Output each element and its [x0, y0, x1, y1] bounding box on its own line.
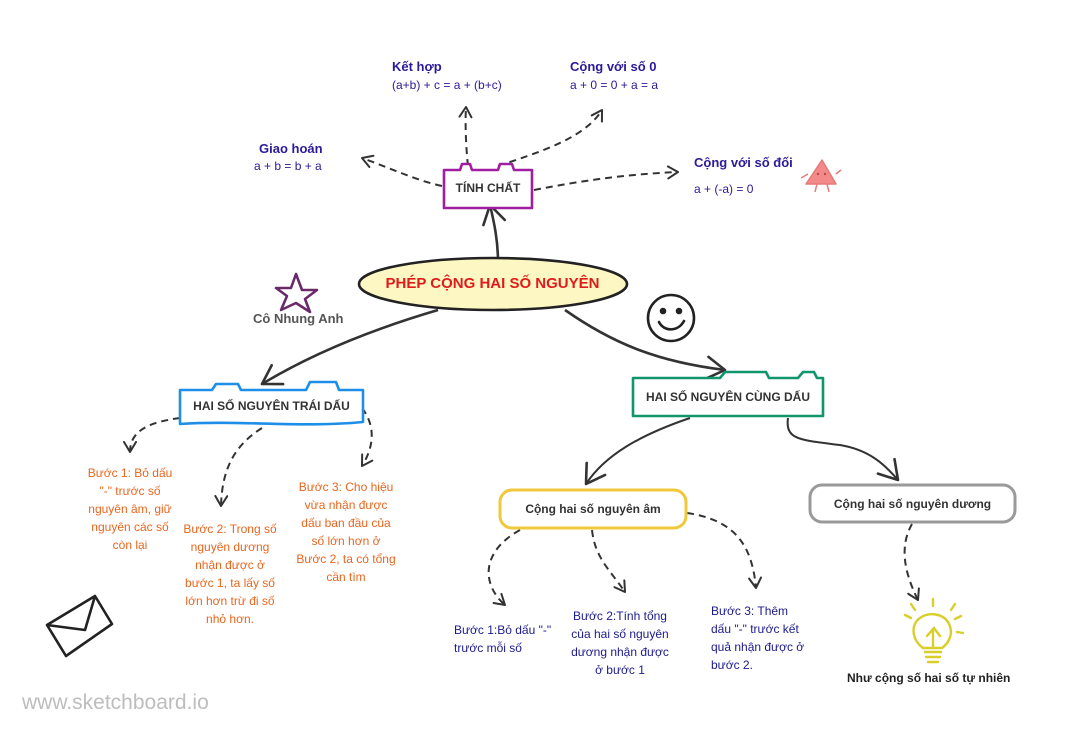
opposite-step3-line: dấu ban đầu của — [301, 516, 391, 530]
associative-formula: (a+b) + c = a + (b+c) — [392, 78, 502, 92]
author-label: Cô Nhung Anh — [253, 311, 344, 326]
negative-step1: Bước 1:Bỏ dấu "-" trước mỗi số — [454, 621, 551, 657]
opposite-step1-line: "-" trước số — [99, 484, 161, 498]
connector-opposite-step1 — [123, 417, 181, 453]
positive-box-shape[interactable] — [808, 483, 1017, 524]
connector-main-properties — [482, 203, 507, 263]
watermark: www.sketchboard.io — [22, 691, 209, 714]
add-opposite-formula: a + (-a) = 0 — [694, 182, 754, 196]
opposite-step3-line: cần tìm — [326, 570, 366, 584]
opposite-step2-line: Bước 2: Trong số — [183, 522, 277, 536]
opposite-step2-line: nhỏ hơn. — [206, 612, 254, 626]
negative-step2-line: dương nhận được — [571, 645, 669, 659]
properties-label: TÍNH CHẤT — [455, 181, 521, 195]
negative-step3: Bước 3: Thêm dấu "-" trước kết quả nhận … — [711, 602, 804, 674]
associative-title: Kết hợp — [392, 59, 442, 74]
positive-label: Cộng hai số nguyên dương — [833, 497, 992, 511]
connector-negative-step1 — [487, 529, 521, 606]
connector-negative-step2 — [591, 529, 626, 593]
opposite-step2-line: nguyên dương — [190, 540, 270, 554]
opposite-step1: Bước 1: Bỏ dấu "-" trước số nguyên âm, g… — [60, 464, 200, 554]
opposite-step1-line: nguyên các số — [91, 520, 169, 534]
negative-step2-line: ở bước 1 — [595, 663, 645, 677]
connector-properties-commutative — [361, 154, 443, 187]
negative-step3-line: Bước 3: Thêm — [711, 604, 789, 618]
connector-opposite-step2 — [214, 427, 263, 507]
connector-properties-opposite — [533, 165, 679, 191]
opposite-step1-line: Bước 1: Bỏ dấu — [87, 466, 173, 480]
opposite-signs-label: HAI SỐ NGUYÊN TRÁI DẤU — [193, 399, 350, 413]
add-zero-formula: a + 0 = 0 + a = a — [570, 78, 659, 92]
negative-step1-line: trước mỗi số — [454, 641, 522, 655]
negative-step2-line: Bước 2:Tính tổng — [573, 609, 667, 623]
connector-opposite-step3 — [361, 407, 374, 467]
opposite-step1-line: nguyên âm, giữ — [88, 502, 172, 516]
negative-step3-line: quả nhận được ở — [711, 640, 805, 654]
positive-note: Như cộng số hai số tự nhiên — [847, 671, 1011, 685]
negative-label: Cộng hai số nguyên âm — [525, 502, 661, 516]
add-opposite-title: Cộng với số đối — [694, 155, 793, 170]
negative-step2-line: của hai số nguyên — [571, 627, 669, 641]
opposite-step2-line: lớn hơn trừ đi số — [185, 594, 275, 608]
envelope-icon — [45, 594, 114, 658]
connector-properties-addzero — [497, 109, 603, 167]
properties-box-shape[interactable] — [442, 162, 534, 210]
opposite-step3-line: vừa nhận được — [304, 498, 388, 512]
main-topic-shape[interactable] — [357, 256, 629, 312]
connector-negative-step3 — [686, 512, 763, 589]
connector-main-opposite — [260, 308, 439, 386]
smiley-icon — [646, 293, 696, 343]
connector-properties-associative — [458, 106, 473, 167]
triangle-creature-icon — [800, 159, 842, 193]
add-zero-title: Cộng với số 0 — [570, 59, 657, 74]
opposite-step3-line: Bước 3: Cho hiệu — [298, 480, 394, 494]
opposite-step3-line: số lớn hơn ở — [311, 534, 381, 548]
star-icon — [274, 272, 319, 314]
negative-box-shape[interactable] — [498, 488, 688, 530]
connector-positive-note — [903, 523, 920, 601]
lightbulb-icon — [903, 597, 965, 664]
same-signs-label: HAI SỐ NGUYÊN CÙNG DẤU — [645, 390, 810, 404]
negative-step3-line: bước 2. — [711, 658, 753, 672]
commutative-formula: a + b = b + a — [254, 159, 322, 173]
opposite-step2-line: nhận được ở — [195, 558, 265, 572]
same-box-shape[interactable] — [631, 370, 825, 418]
opposite-box-shape[interactable] — [178, 380, 365, 426]
main-topic-label: PHÉP CỘNG HAI SỐ NGUYÊN — [385, 275, 600, 292]
negative-step1-line: Bước 1:Bỏ dấu "-" — [454, 623, 552, 637]
negative-step3-line: dấu "-" trước kết — [711, 622, 799, 636]
opposite-step2-line: bước 1, ta lấy số — [185, 576, 275, 590]
commutative-title: Giao hoán — [259, 141, 323, 156]
opposite-step2: Bước 2: Trong số nguyên dương nhận được … — [170, 520, 290, 628]
opposite-step3: Bước 3: Cho hiệu vừa nhận được dấu ban đ… — [290, 478, 402, 586]
negative-step2: Bước 2:Tính tổng của hai số nguyên dương… — [562, 607, 678, 679]
opposite-step3-line: Bước 2, ta có tổng — [296, 552, 396, 566]
connector-same-negative — [584, 417, 691, 486]
connector-main-same — [564, 308, 727, 381]
opposite-step1-line: còn lại — [112, 538, 148, 552]
connector-same-positive — [786, 417, 900, 482]
